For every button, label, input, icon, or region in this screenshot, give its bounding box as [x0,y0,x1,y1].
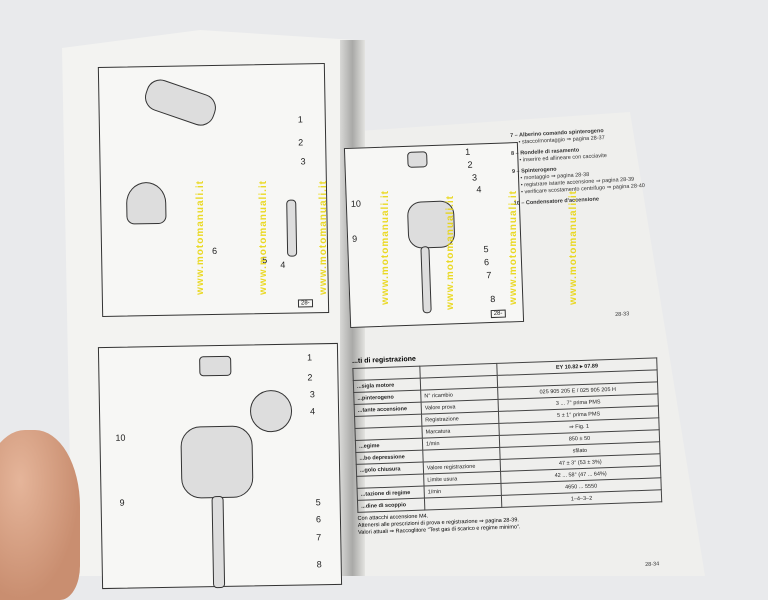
callout: 3 [300,156,306,167]
hand [0,430,80,600]
bottom-left-figure: 1 2 3 4 5 6 7 8 9 10 [97,342,343,590]
settings-table: EY 10.82 ▸ 07.89 ...sigla motore...pinte… [352,357,662,513]
shaft [420,246,432,314]
callout: 4 [280,259,286,270]
callout: 6 [483,257,490,268]
callout: 3 [309,389,315,400]
watermark-text: www.motomanuali.it [258,180,269,295]
callout: 5 [483,244,489,255]
spark-plug [286,199,298,257]
watermark-text: www.motomanuali.it [445,195,456,310]
callout: 4 [309,406,316,417]
callout: 7 [486,270,492,281]
callout: 1 [297,114,303,125]
top-left-figure: 1 2 3 4 5 6 28- [97,63,330,317]
callout: 2 [307,372,313,383]
callout: 9 [119,497,125,508]
distributor-cap [125,181,167,225]
callout: 1 [464,146,471,157]
rotor [407,151,428,168]
callout: 8 [490,293,496,305]
callout: 6 [315,514,322,525]
callout: 10 [350,198,362,209]
callout: 3 [471,172,478,183]
watermark-text: www.motomanuali.it [195,180,206,295]
table-cell: ...dine di scoppio [357,498,425,513]
callout: 10 [115,432,126,443]
figure-code: 28- [297,299,313,308]
right-figure: 1 2 3 4 5 6 7 8 9 10 28- [343,142,525,328]
vacuum-unit [249,389,293,433]
figure-code: 28- [490,309,506,319]
shaft [211,495,226,589]
ignition-coil [141,75,220,130]
table-cell [424,495,502,511]
callout: 2 [298,137,304,148]
callout: 9 [351,233,358,244]
callout: 7 [316,532,322,543]
callout: 4 [476,184,482,195]
page-number: 28-33 [615,311,630,318]
callout: 8 [316,559,322,570]
watermark-text: www.motomanuali.it [380,190,391,305]
rotor [199,355,232,377]
settings-table-section: ...ti di registrazione EY 10.82 ▸ 07.89 … [352,347,663,537]
callout: 2 [467,159,473,170]
distributor-body [180,425,254,499]
watermark-text: www.motomanuali.it [318,180,329,295]
callout: 1 [307,352,313,363]
page-number: 28-34 [645,561,660,568]
watermark-text: www.motomanuali.it [508,190,519,305]
parts-legend: 7 – Alberino comando spinterogeno • stac… [510,125,664,208]
callout: 5 [315,497,321,508]
watermark-text: www.motomanuali.it [568,190,579,305]
callout: 6 [211,245,218,257]
